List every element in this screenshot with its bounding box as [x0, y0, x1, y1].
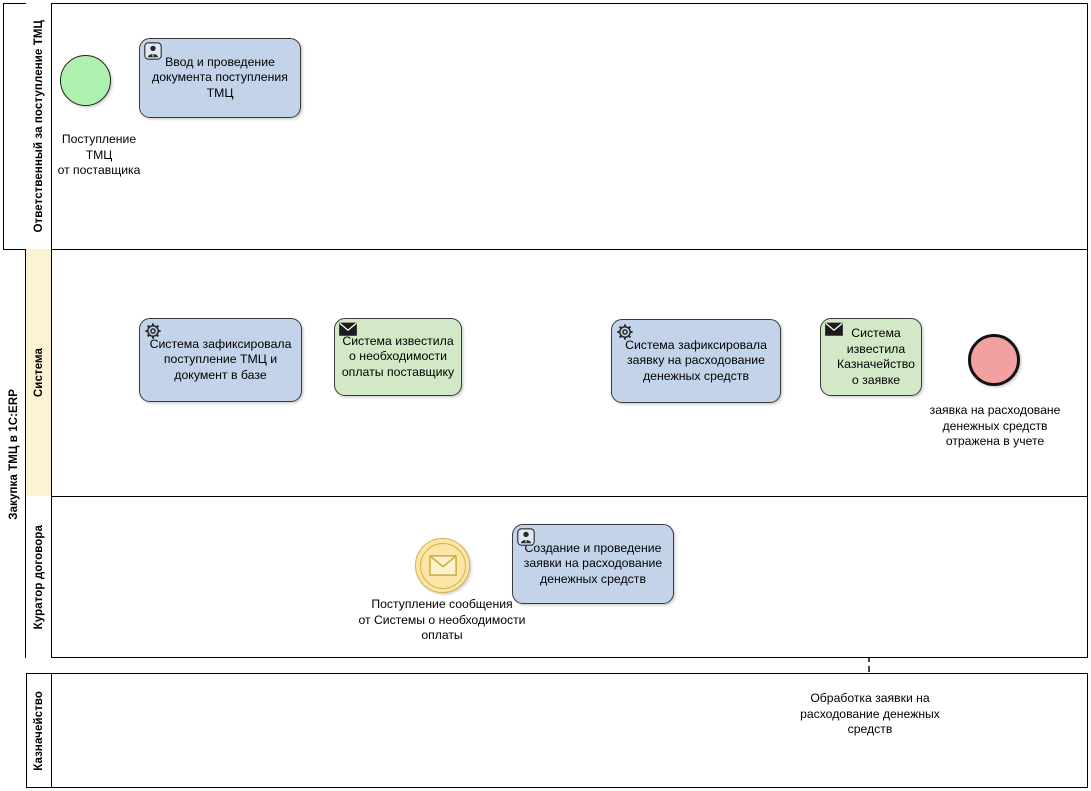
end-event-request-recorded[interactable]: [968, 334, 1020, 386]
task-system-recorded-funds-request[interactable]: Система зафиксировала заявку на расходов…: [611, 319, 781, 403]
envelope-icon: [339, 322, 357, 340]
lane-header-system: Система: [26, 249, 52, 496]
lane-header-responsible: Ответственный за поступление ТМЦ: [26, 3, 52, 249]
lane-label-curator: Куратор договора: [32, 524, 45, 630]
lane-header-curator: Куратор договора: [26, 496, 52, 658]
pool-treasury: [26, 673, 1088, 788]
start-event-goods-receipt[interactable]: [60, 55, 111, 106]
task-create-funds-request[interactable]: Создание и проведение заявки на расходов…: [512, 524, 674, 604]
lane-label-system: Система: [32, 347, 45, 398]
task-system-notified-payment[interactable]: Система известила о необходимости оплаты…: [334, 318, 462, 396]
lane-label-treasury: Казначейство: [33, 690, 45, 771]
treasury-message-flow-label: Обработка заявки на расходование денежны…: [800, 691, 940, 736]
task-label: Система зафиксировала поступление ТМЦ и …: [149, 336, 292, 382]
task-label: Система известила о необходимости оплаты…: [341, 333, 455, 379]
lane-label-responsible: Ответственный за поступление ТМЦ: [32, 19, 45, 233]
task-label: Система зафиксировала заявку на расходов…: [625, 337, 767, 383]
task-system-notified-treasury[interactable]: Система известила Казначейство о заявке: [820, 318, 922, 396]
start-event-label: Поступление ТМЦ от поставщика: [57, 132, 141, 177]
pool-label-band: Закупка ТМЦ в 1С:ERP: [3, 249, 26, 658]
user-icon: [144, 42, 162, 60]
lane-divider-1: [3, 249, 1088, 250]
intermediate-message-event-label: Поступление сообщения от Системы о необх…: [358, 597, 526, 642]
intermediate-message-event-payment-needed[interactable]: [415, 538, 470, 593]
task-label: Система известила Казначейство о заявке: [837, 326, 915, 387]
end-event-label: заявка на расходоване денежных средств о…: [929, 403, 1061, 448]
task-system-recorded-receipt[interactable]: Система зафиксировала поступление ТМЦ и …: [139, 318, 302, 402]
gear-icon: [616, 323, 634, 341]
gear-icon: [144, 322, 162, 340]
lane-header-treasury: Казначейство: [26, 673, 52, 788]
task-label: Ввод и проведение документа поступления …: [152, 54, 288, 100]
task-label: Создание и проведение заявки на расходов…: [523, 540, 663, 586]
envelope-icon: [428, 555, 457, 576]
lane-divider-2: [26, 496, 1088, 497]
event-inner-ring: [419, 542, 466, 589]
envelope-icon: [825, 322, 843, 340]
user-icon: [517, 528, 535, 546]
pool-title: Закупка ТМЦ в 1С:ERP: [8, 388, 20, 520]
task-input-goods-receipt-document[interactable]: Ввод и проведение документа поступления …: [139, 38, 301, 118]
